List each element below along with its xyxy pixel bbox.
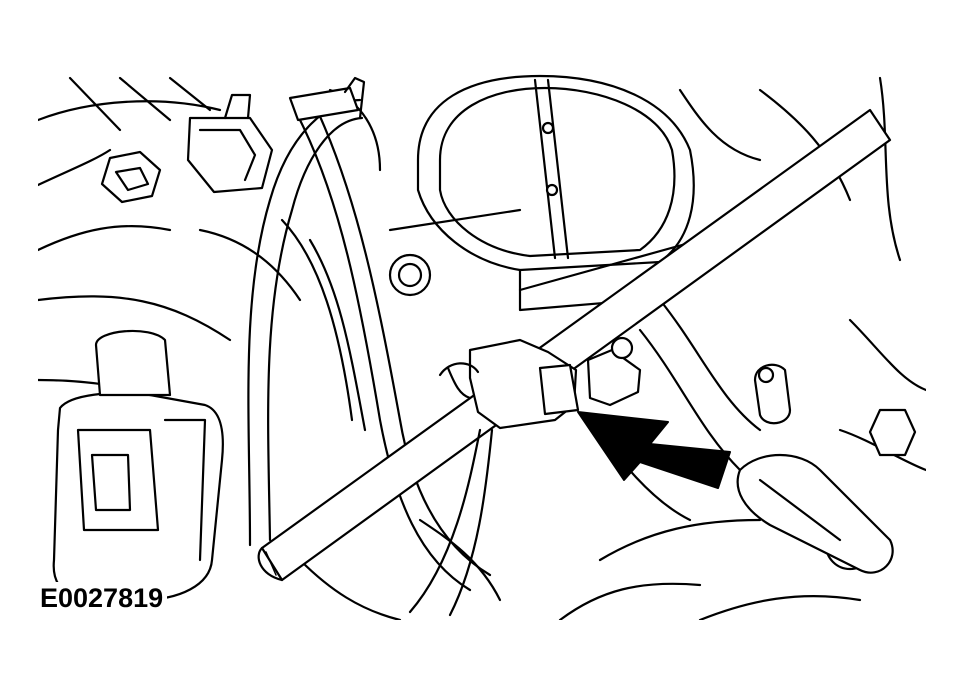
vacuum-tube (257, 108, 892, 582)
sensor-connector (438, 336, 642, 430)
sensor-wires (408, 428, 494, 617)
throttle-body (416, 74, 695, 312)
bolt-left (100, 150, 162, 204)
right-hose (736, 363, 894, 574)
figure-id-label: E0027819 (40, 582, 168, 614)
pointer-arrow-icon (577, 411, 731, 489)
wiring-harness (247, 76, 492, 592)
bolt-center (388, 253, 432, 297)
left-connector (52, 329, 224, 602)
connector-bracket (186, 93, 274, 194)
